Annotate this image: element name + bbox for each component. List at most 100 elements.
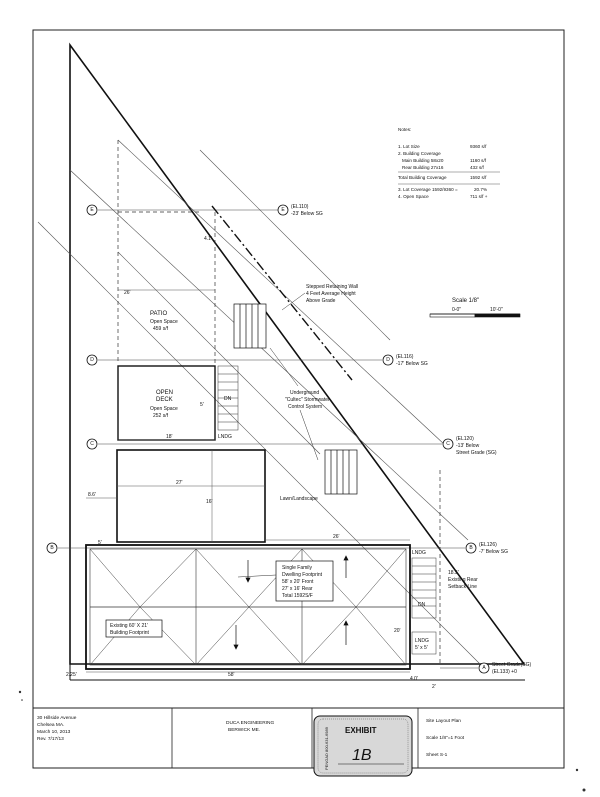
storm-line3: Control System	[288, 404, 322, 410]
title-sheet-number: Sheet S-1	[426, 752, 448, 758]
scan-speckles	[18, 690, 586, 792]
scale-left-label: 0-0"	[452, 307, 461, 313]
existing-footprint-label: Existing 60' X 21' Building Footprint	[105, 619, 163, 638]
single-line1: Single Family	[282, 565, 313, 571]
title-date: March 10, 2013	[37, 729, 71, 735]
existing-line1: Existing 60' X 21'	[110, 623, 148, 629]
elevation-a-code1: Street Grade(SG)	[492, 662, 532, 668]
elevation-c-code: (EL120)	[456, 436, 474, 442]
rear-building-dimension-27: 27'	[176, 480, 183, 486]
title-address2: Chelsea MA.	[37, 722, 64, 728]
title-rev: Rev. 7/17/13	[37, 736, 64, 742]
deck-label2: DECK	[156, 397, 173, 403]
dimension-20: 20'	[394, 628, 401, 634]
setback-label: 18.5' Existing Rear Setback Line	[439, 470, 478, 664]
grid-bubble-d-right-label: D	[386, 357, 390, 363]
deck-sub1: Open Space	[150, 406, 178, 412]
sheet-border	[32, 29, 565, 769]
elevation-b-note: -7' Below SG	[479, 549, 508, 555]
deck-label1: OPEN	[156, 390, 173, 396]
single-line3: 58' x 20' Front	[282, 579, 314, 585]
elevation-a-code2: (EL133) +0	[492, 669, 517, 675]
grid-bubble-c: C C	[86, 438, 454, 450]
grid-bubble-a-label: A	[482, 665, 486, 671]
dashed-reference-lines	[117, 140, 216, 364]
grid-lines	[58, 209, 478, 669]
dimension-2: 2'	[432, 684, 436, 690]
setback-line2: Existing Rear	[448, 577, 478, 583]
exhibit-label: EXHIBIT	[345, 726, 377, 735]
patio-dimension-26: 26'	[124, 290, 131, 296]
scale-label: Scale 1/8"	[452, 298, 479, 304]
elevation-c-note1: -13' Below	[456, 443, 480, 449]
upper-stair	[217, 365, 239, 431]
right-stair-dn: DN	[418, 602, 426, 608]
diagonal-grid-lines	[37, 139, 481, 665]
note-open-space-value: 711 s/f +	[470, 194, 488, 199]
note-open-space: 4. Open Space	[398, 194, 429, 199]
deck-sub2: 252 s/f	[153, 413, 169, 419]
note-lot-coverage: 3. Lot Coverage 1592/9360 =	[398, 187, 458, 192]
dimension-8-6: 8.6'	[88, 492, 96, 498]
single-family-label: Single Family Dwelling Footprint 58' x 2…	[237, 560, 334, 602]
elevation-d-note: -17' Below SG	[396, 361, 428, 367]
grid-bubble-d-label: D	[90, 357, 94, 363]
grid-bubble-a: A	[478, 662, 490, 674]
elevation-c-note2: Street Grade (SG)	[456, 450, 497, 456]
rear-building-dimension-16: 16'	[206, 499, 213, 505]
scale-right-label: 10'-0"	[490, 307, 503, 313]
note-lot-size: 1. Lot Size	[398, 144, 420, 149]
patio-sub1: Open Space	[150, 319, 178, 325]
elevation-e-note: -23' Below SG	[291, 211, 323, 217]
grid-bubble-c-right-label: C	[446, 441, 450, 447]
title-firm2: BERWICK ME.	[228, 727, 260, 733]
patio-sub2: 459 s/f	[153, 326, 169, 332]
dimension-26-lower: 26'	[333, 534, 340, 540]
scale-bar: Scale 1/8" 0-0" 10'-0"	[429, 298, 521, 318]
note-building-coverage: 2. Building Coverage	[398, 151, 441, 156]
grid-bubble-b-right-label: B	[469, 545, 473, 551]
exhibit-number: 1B	[352, 747, 372, 764]
title-block: 30 Hillside Avenue Chelsea MA. March 10,…	[37, 715, 465, 758]
stormwater-unit-lower	[324, 449, 358, 495]
right-landing-lower-size: 5' x 5'	[415, 645, 428, 651]
property-line	[69, 42, 526, 665]
single-line4: 27' x 16' Rear	[282, 586, 313, 592]
notes-header: Notes:	[398, 127, 411, 132]
grid-bubble-e-label: E	[90, 207, 94, 213]
grid-bubble-e: E E	[86, 204, 289, 216]
right-landing-lower: LNDG	[415, 638, 429, 644]
retaining-line3: Above Grade	[306, 298, 336, 304]
single-line2: Dwelling Footprint	[282, 572, 323, 578]
main-dwelling	[85, 544, 411, 670]
retaining-line1: Stepped Retaining Wall	[306, 284, 358, 290]
storm-line2: "Cultec" Stormwater	[285, 397, 330, 403]
stormwater-unit-upper	[233, 303, 267, 349]
retaining-wall-label: Stepped Retaining Wall 4 Feet Average He…	[281, 284, 358, 311]
title-sheet-scale: Scale 1/8"=1 Foot	[426, 735, 465, 741]
existing-line2: Building Footprint	[110, 630, 150, 636]
dimension-5-left: 5'	[98, 540, 102, 546]
setback-line3: Setback Line	[448, 584, 477, 590]
note-lot-size-value: 9360 s/f	[470, 144, 487, 149]
elevation-d-code: (EL116)	[396, 354, 414, 360]
upper-landing-label: LNDG	[218, 434, 232, 440]
grid-bubble-d: D D	[86, 354, 394, 366]
note-total-coverage: Total Building Coverage	[398, 175, 447, 180]
upper-stair-dimension-5: 5'	[200, 402, 204, 408]
upper-stair-dn: DN	[224, 396, 232, 402]
dimension-58: 58'	[228, 672, 235, 678]
patio-area: PATIO Open Space 459 s/f 26'	[118, 289, 215, 332]
note-rear-building: Rear Building 27x16	[402, 165, 444, 170]
note-main-building-value: 1160 s/f	[470, 158, 487, 163]
dimension-4-1: 4.1'	[204, 236, 212, 242]
single-line5: Total 1592S/F	[282, 593, 313, 599]
grid-bubble-e-right-label: E	[281, 207, 285, 213]
exhibit-side-text: PENGAD 800-631-6989	[324, 726, 329, 770]
dimension-2-25: 2.25'	[66, 672, 77, 678]
elevation-b-code: (EL126)	[479, 542, 497, 548]
title-sheet-title: Site Layout Plan	[426, 718, 461, 724]
patio-label: PATIO	[150, 311, 167, 317]
lawn-landscape-label: Lawn/Landscape	[280, 496, 318, 502]
stepped-retaining-wall	[211, 205, 353, 381]
